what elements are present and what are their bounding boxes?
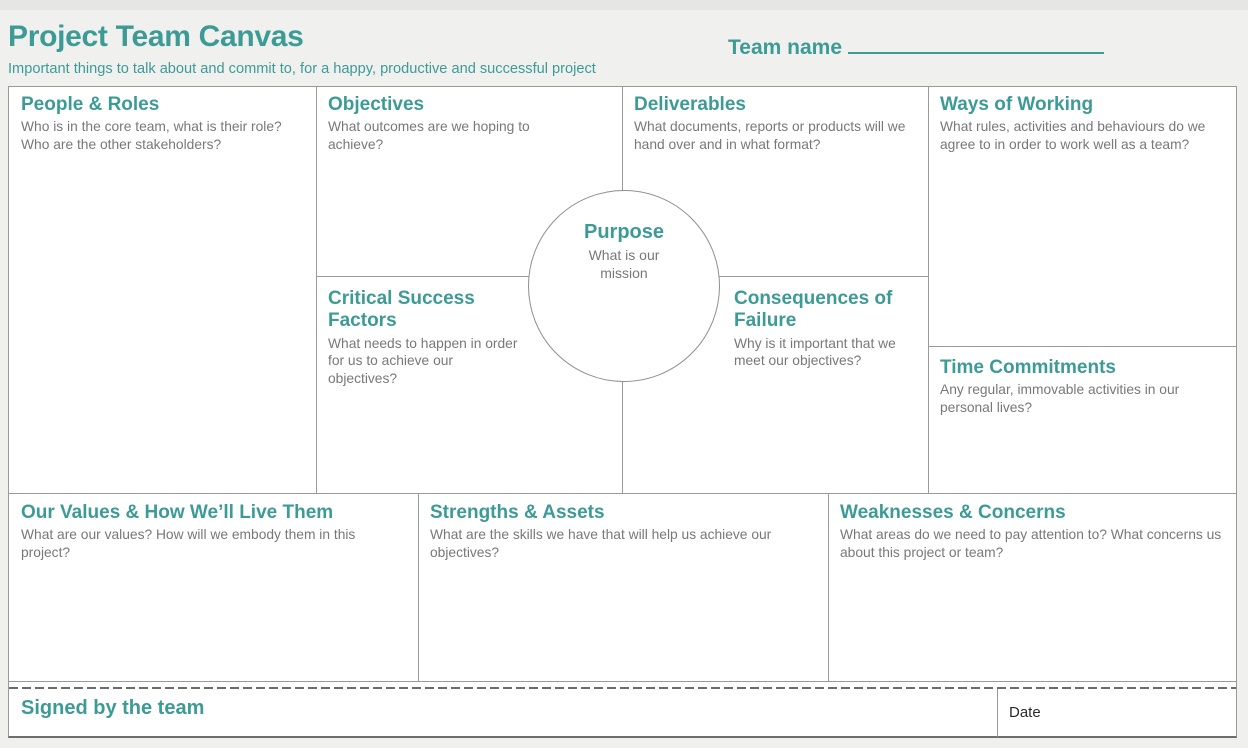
- top-strip: [0, 0, 1248, 10]
- cell-objectives[interactable]: Objectives What outcomes are we hoping t…: [316, 87, 622, 276]
- section-prompt: Any regular, immovable activities in our…: [940, 382, 1180, 415]
- section-title: Weaknesses & Concerns: [840, 502, 1066, 523]
- grid-line-sign-row-dashed: [9, 687, 1236, 689]
- section-prompt: What documents, reports or products will…: [634, 119, 906, 152]
- cell-consequences-of-failure[interactable]: Consequences of Failure Why is it import…: [622, 276, 928, 493]
- page-subtitle: Important things to talk about and commi…: [8, 61, 596, 77]
- section-title: Purpose: [583, 221, 665, 243]
- canvas-grid: People & Roles Who is in the core team, …: [8, 86, 1237, 738]
- cell-deliverables[interactable]: Deliverables What documents, reports or …: [622, 87, 928, 276]
- cell-strengths-assets[interactable]: Strengths & Assets What are the skills w…: [418, 493, 828, 681]
- cell-date[interactable]: Date: [997, 689, 1236, 737]
- cell-weaknesses-concerns[interactable]: Weaknesses & Concerns What areas do we n…: [828, 493, 1236, 681]
- grid-line-bottom-row-top: [9, 493, 1236, 494]
- grid-line-bottom-col2: [828, 493, 829, 681]
- section-title: Our Values & How We’ll Live Them: [21, 502, 334, 523]
- section-prompt: What is our mission: [588, 247, 660, 282]
- page-title: Project Team Canvas: [8, 20, 304, 53]
- section-prompt: What areas do we need to pay attention t…: [840, 527, 1222, 560]
- section-title: Time Commitments: [940, 357, 1116, 378]
- section-prompt: What needs to happen in order for us to …: [328, 335, 518, 386]
- grid-line-time-split: [928, 346, 1236, 347]
- cell-signed-by-team[interactable]: Signed by the team: [9, 689, 997, 737]
- section-title: Objectives: [328, 94, 425, 115]
- section-title: Consequences of Failure: [734, 288, 893, 332]
- grid-line-sign-row-solid: [9, 681, 1236, 682]
- section-title: Deliverables: [634, 94, 746, 115]
- grid-line-bottom-col1: [418, 493, 419, 681]
- section-title: Ways of Working: [940, 94, 1094, 115]
- purpose-circle[interactable]: Purpose What is our mission: [528, 190, 720, 382]
- signed-title: Signed by the team: [21, 697, 205, 719]
- section-title: Critical Success Factors: [328, 288, 475, 332]
- cell-people-roles[interactable]: People & Roles Who is in the core team, …: [9, 87, 316, 493]
- cell-ways-of-working[interactable]: Ways of Working What rules, activities a…: [928, 87, 1236, 346]
- cell-our-values[interactable]: Our Values & How We’ll Live Them What ar…: [9, 493, 418, 681]
- team-name-field: Team name: [728, 33, 1104, 60]
- date-label: Date: [1009, 704, 1041, 721]
- section-title: Strengths & Assets: [430, 502, 605, 523]
- section-prompt: What are our values? How will we embody …: [21, 527, 356, 560]
- grid-line-date-cell: [997, 689, 998, 737]
- section-prompt: What outcomes are we hoping to achieve?: [328, 119, 530, 152]
- section-prompt: Who is in the core team, what is their r…: [21, 119, 282, 152]
- section-prompt: What are the skills we have that will he…: [430, 527, 772, 560]
- cell-time-commitments[interactable]: Time Commitments Any regular, immovable …: [928, 346, 1236, 493]
- team-name-label: Team name: [728, 36, 842, 59]
- team-name-blank[interactable]: [848, 33, 1104, 54]
- section-prompt: What rules, activities and behaviours do…: [940, 119, 1206, 152]
- grid-line-col3: [928, 87, 929, 493]
- cell-critical-success-factors[interactable]: Critical Success Factors What needs to h…: [316, 276, 536, 493]
- section-title: People & Roles: [21, 94, 160, 115]
- section-prompt: Why is it important that we meet our obj…: [734, 335, 896, 369]
- grid-line-col1: [316, 87, 317, 493]
